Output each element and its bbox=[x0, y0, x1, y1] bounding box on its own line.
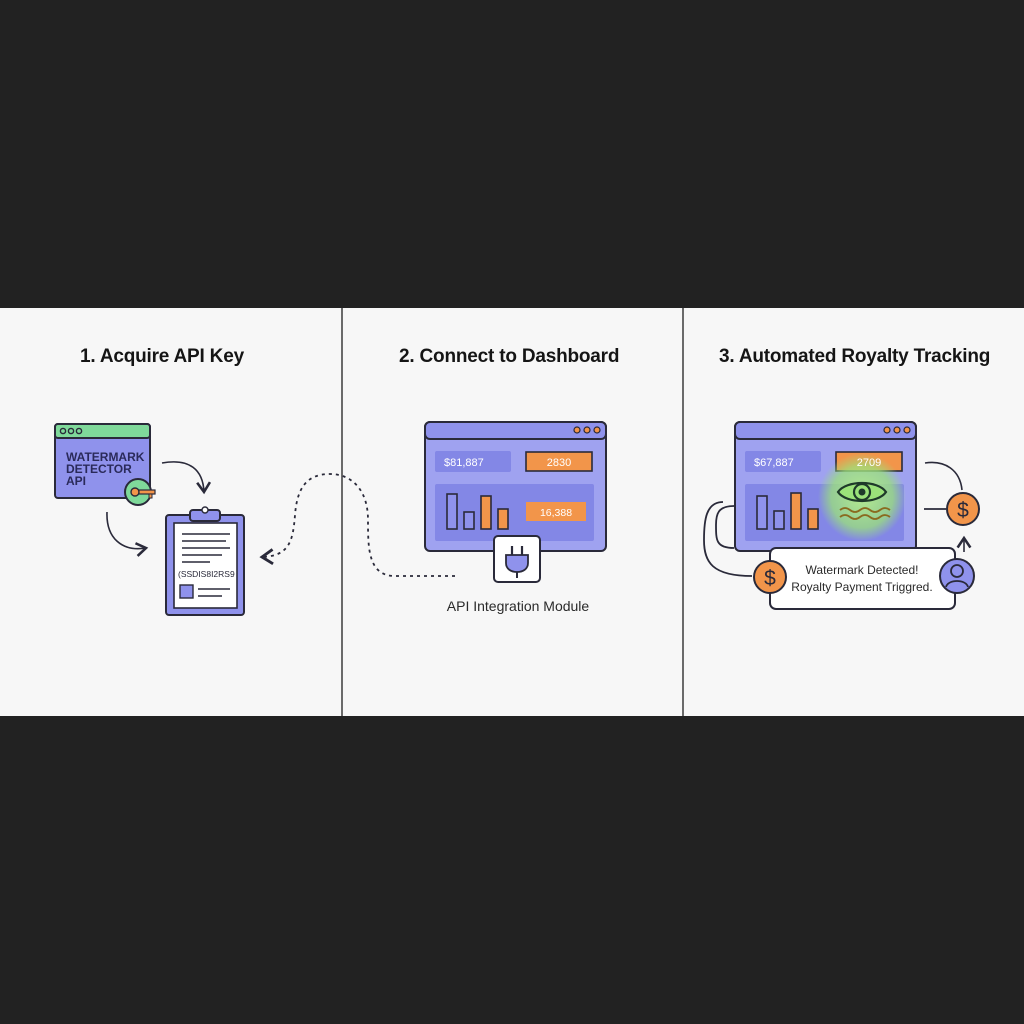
tracking-metric-top-right: 2709 bbox=[857, 457, 881, 469]
api-key-window: WATERMARK DETECTOR API bbox=[54, 423, 151, 499]
api-module-label: API Integration Module bbox=[447, 598, 590, 614]
user-avatar-icon bbox=[939, 558, 975, 594]
panel-divider-1 bbox=[341, 308, 343, 716]
notification-card: Watermark Detected! Royalty Payment Trig… bbox=[769, 547, 956, 610]
dashboard-window: $81,887 2830 16,388 bbox=[424, 421, 607, 552]
arrow-window-to-clipboard bbox=[106, 511, 149, 557]
api-window-line-3: API bbox=[66, 474, 86, 488]
notification-line-1: Watermark Detected! bbox=[806, 563, 919, 577]
panel-divider-2 bbox=[682, 308, 684, 716]
clipboard-key-text: (SSDIS8I2RS9 bbox=[178, 569, 235, 579]
clipboard-icon: (SSDIS8I2RS9 bbox=[165, 506, 245, 616]
loop-connector-outer bbox=[703, 501, 753, 577]
notification-line-2: Royalty Payment Triggred. bbox=[791, 580, 932, 594]
step-3-title: 3. Automated Royalty Tracking bbox=[719, 346, 991, 367]
loop-connector-left bbox=[715, 505, 735, 549]
plug-icon bbox=[493, 535, 541, 583]
api-window-line-2: DETECTOR bbox=[66, 462, 132, 476]
eye-icon bbox=[836, 481, 891, 520]
dashboard-metric-left: $81,887 bbox=[444, 457, 484, 469]
api-window-line-1: WATERMARK bbox=[66, 450, 145, 464]
key-icon bbox=[124, 478, 156, 506]
tracking-dashboard-window: $67,887 2709 bbox=[734, 421, 917, 552]
svg-text:$: $ bbox=[957, 499, 969, 522]
dashboard-metric-top-right: 2830 bbox=[547, 457, 571, 469]
arrow-key-to-clipboard bbox=[161, 461, 212, 495]
dollar-icon-left: $ bbox=[753, 560, 787, 594]
dashboard-metric-bottom-right: 16,388 bbox=[540, 507, 572, 519]
svg-text:$: $ bbox=[764, 567, 776, 590]
step-2-title: 2. Connect to Dashboard bbox=[399, 346, 620, 367]
connection-dotted-line bbox=[259, 473, 455, 577]
dollar-icon-right: $ bbox=[946, 492, 980, 526]
step-1-title: 1. Acquire API Key bbox=[80, 346, 244, 367]
connector-dashboard-to-dollar-top bbox=[924, 461, 963, 491]
tracking-metric-left: $67,887 bbox=[754, 457, 794, 469]
